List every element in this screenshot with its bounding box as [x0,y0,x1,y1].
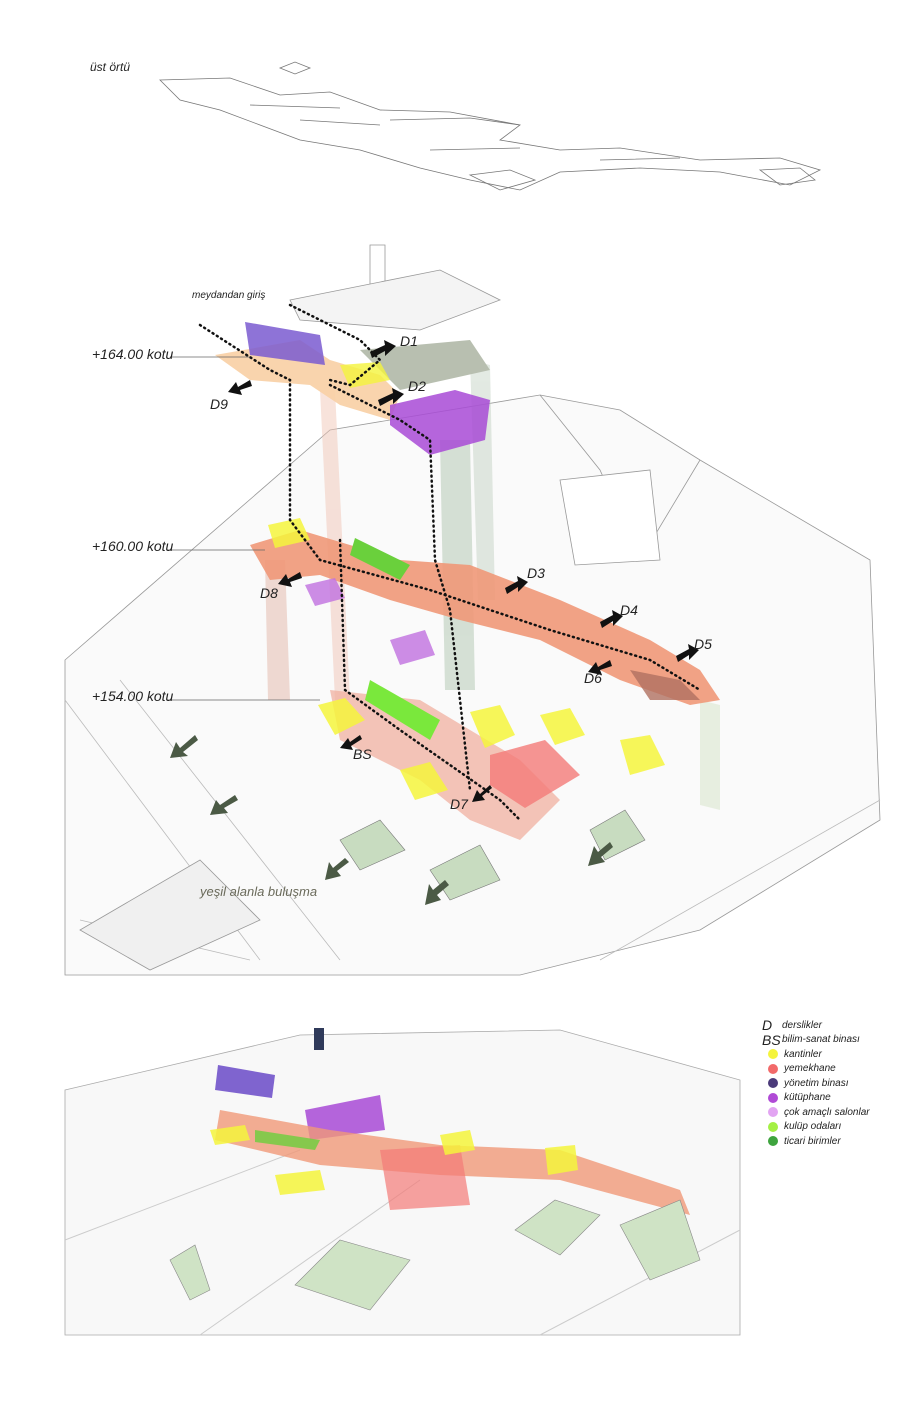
legend-item-club-rooms: kulüp odaları [762,1120,870,1135]
legend-label: derslikler [782,1019,823,1031]
legend-key: BS [762,1031,781,1048]
roof-canopy [159,61,822,191]
arrow-icon-d1 [370,340,396,358]
arrow-icon-d3 [505,576,528,594]
legend-item-dining: yemekhane [762,1062,870,1077]
bottom-perspective [64,1028,741,1336]
label-d5: D5 [694,636,712,652]
legend-label: çok amaçlı salonlar [784,1106,870,1118]
arrow-icon-d6 [588,660,612,675]
arrow-icon-d9 [228,380,252,395]
arrow-icon-d2 [378,388,404,406]
legend-label: bilim-sanat binası [782,1034,860,1046]
entry-label: meydandan giriş [192,290,266,301]
level-label-164: +164.00 kotu [92,346,174,362]
legend-label: kulüp odaları [784,1121,842,1133]
legend-swatch [768,1078,778,1089]
arrow-icon-bs [340,735,362,750]
direction-arrows [170,340,699,905]
label-d8: D8 [260,585,278,601]
arrow-icon-d5 [676,644,699,662]
legend-swatch [768,1121,778,1132]
level-164 [215,322,490,455]
circulation-paths [198,303,702,822]
roof-label: üst örtü [90,60,131,74]
legend-swatch [768,1136,778,1147]
green-area-label: yeşil alanla buluşma [200,884,318,899]
label-d4: D4 [620,602,638,618]
legend-item-management: yönetim binası [762,1076,870,1091]
level-154 [318,680,665,901]
label-bs: BS [353,746,372,762]
level-leaders [168,356,320,701]
legend-swatch [768,1107,778,1118]
label-d9: D9 [210,396,228,412]
legend-label: kütüphane [784,1092,831,1104]
arrow-icon-d7 [472,785,492,802]
legend-item-commercial: ticari birimler [762,1134,870,1149]
legend-swatch [768,1092,778,1103]
level-label-160: +160.00 kotu [92,538,174,554]
label-d6: D6 [584,670,602,686]
label-d3: D3 [527,565,545,581]
library [390,390,490,455]
legend-item-library: kütüphane [762,1091,870,1106]
legend-label: kantinler [784,1048,822,1060]
arrow-icon-d8 [278,572,302,587]
legend-label: yönetim binası [784,1077,849,1089]
label-d1: D1 [400,333,418,349]
legend-label: ticari birimler [784,1135,841,1147]
arrow-icon-d4 [600,610,623,628]
legend-swatch [768,1049,778,1060]
management-building [245,322,325,365]
legend-swatch [768,1063,778,1074]
legend-label: yemekhane [784,1063,836,1075]
label-d2: D2 [408,378,426,394]
legend-item-halls: çok amaçlı salonlar [762,1105,870,1120]
legend-item-canteens: kantinler [762,1047,870,1062]
label-d7: D7 [450,796,468,812]
level-label-154: +154.00 kotu [92,688,174,704]
legend-key: D [762,1017,773,1034]
